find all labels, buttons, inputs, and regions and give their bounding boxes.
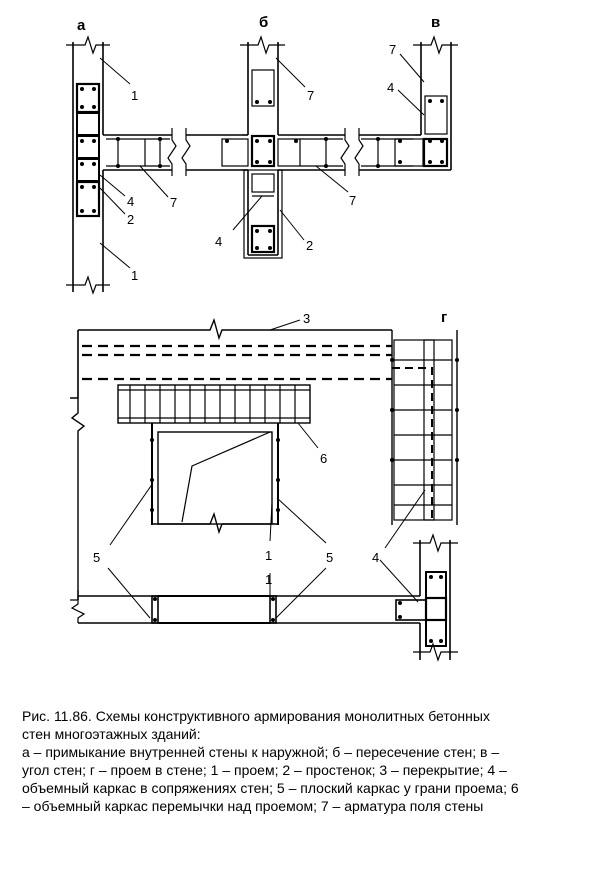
callout-g-5-left: 5 — [93, 550, 100, 565]
callout-a-7: 7 — [170, 195, 177, 210]
callout-b-7: 7 — [349, 193, 356, 208]
panel-label-g: г — [441, 309, 447, 326]
callout-g-4: 4 — [372, 550, 379, 565]
panel-a — [66, 35, 242, 295]
callout-g-3: 3 — [303, 311, 310, 326]
callout-a-4: 4 — [127, 194, 134, 209]
figure-caption: Рис. 11.86. Схемы конструктивного армиро… — [22, 707, 522, 815]
callout-v-7: 7 — [389, 42, 396, 57]
callout-b-4: 4 — [215, 234, 222, 249]
callout-a-1-top: 1 — [131, 88, 138, 103]
panel-label-v: в — [431, 14, 440, 31]
callout-g-5-right: 5 — [326, 550, 333, 565]
callout-a-1-bottom: 1 — [131, 268, 138, 283]
panel-g — [70, 317, 459, 662]
panel-b — [221, 35, 415, 259]
reinforcement-diagram: а б в г 1 1 4 2 7 7 4 2 7 7 4 3 6 1 1 5 … — [66, 14, 459, 662]
callout-b-7-top: 7 — [307, 88, 314, 103]
callout-a-2: 2 — [127, 212, 134, 227]
panel-v — [394, 35, 458, 171]
callout-g-1-upper: 1 — [265, 548, 272, 563]
callout-g-6: 6 — [320, 451, 327, 466]
callout-v-4: 4 — [387, 80, 394, 95]
caption-title: Рис. 11.86. Схемы конструктивного армиро… — [22, 708, 490, 742]
caption-legend: а – примыкание внутренней стены к наружн… — [22, 744, 519, 814]
callout-b-2: 2 — [306, 238, 313, 253]
callout-g-1-lower: 1 — [265, 572, 272, 587]
panel-label-b: б — [259, 14, 268, 31]
panel-label-a: а — [77, 17, 86, 34]
